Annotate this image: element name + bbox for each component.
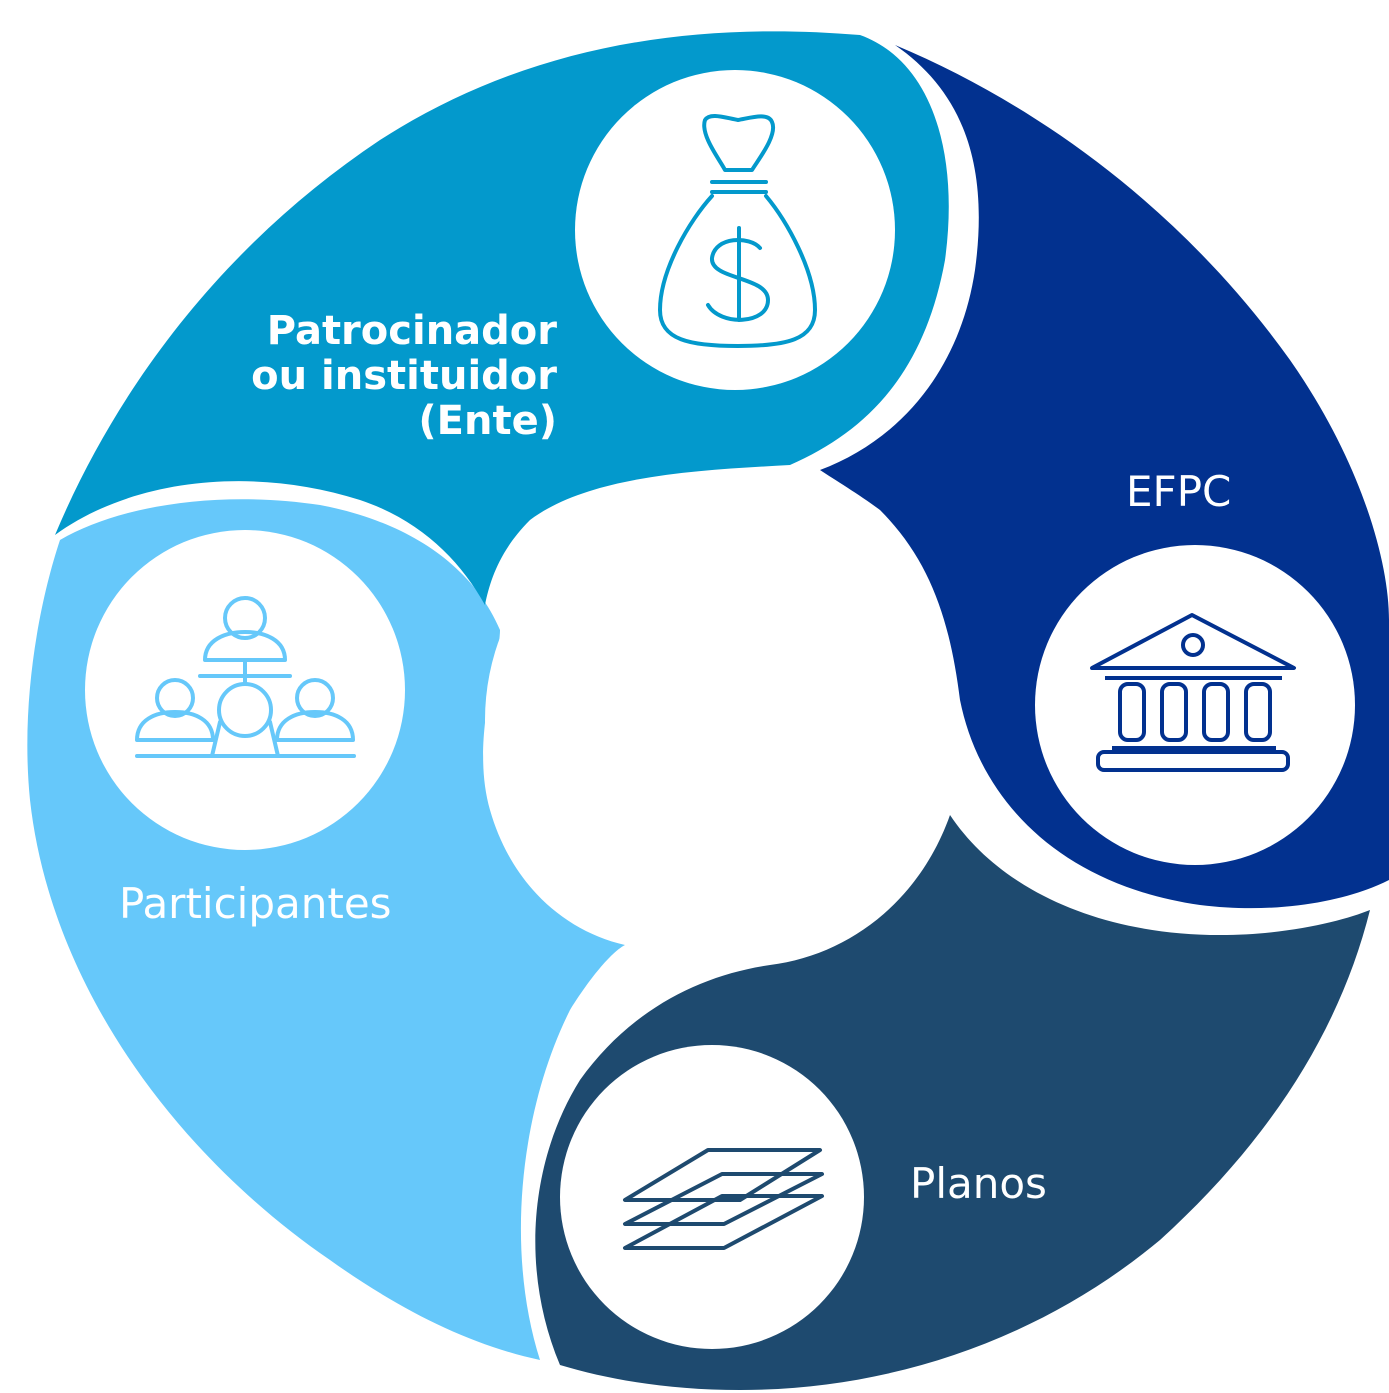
label-patrocinador-line-3: (Ente) <box>418 397 557 444</box>
icon-circle-patrocinador <box>575 70 895 390</box>
money-bag-icon <box>658 113 817 348</box>
icon-circle-efpc <box>1035 545 1355 865</box>
people-network-icon <box>135 596 356 758</box>
bank-building-icon <box>1090 613 1296 772</box>
label-participantes-line-1: Participantes <box>119 879 392 928</box>
center-circle <box>485 485 955 955</box>
icon-circle-planos <box>560 1045 864 1349</box>
label-efpc-line-1: EFPC <box>1126 467 1232 516</box>
label-planos: Planos <box>910 1160 1047 1207</box>
label-patrocinador-line-2: ou instituidor <box>251 352 557 399</box>
label-patrocinador-line-1: Patrocinador <box>266 308 557 354</box>
icon-circle-participantes <box>85 530 405 850</box>
label-efpc: EFPC <box>1126 468 1231 515</box>
label-patrocinador: Patrocinador ou instituidor (Ente) <box>251 309 557 443</box>
label-participantes: Participantes <box>119 880 392 927</box>
stacked-layers-icon <box>623 1148 824 1250</box>
label-planos-line-1: Planos <box>910 1159 1047 1208</box>
